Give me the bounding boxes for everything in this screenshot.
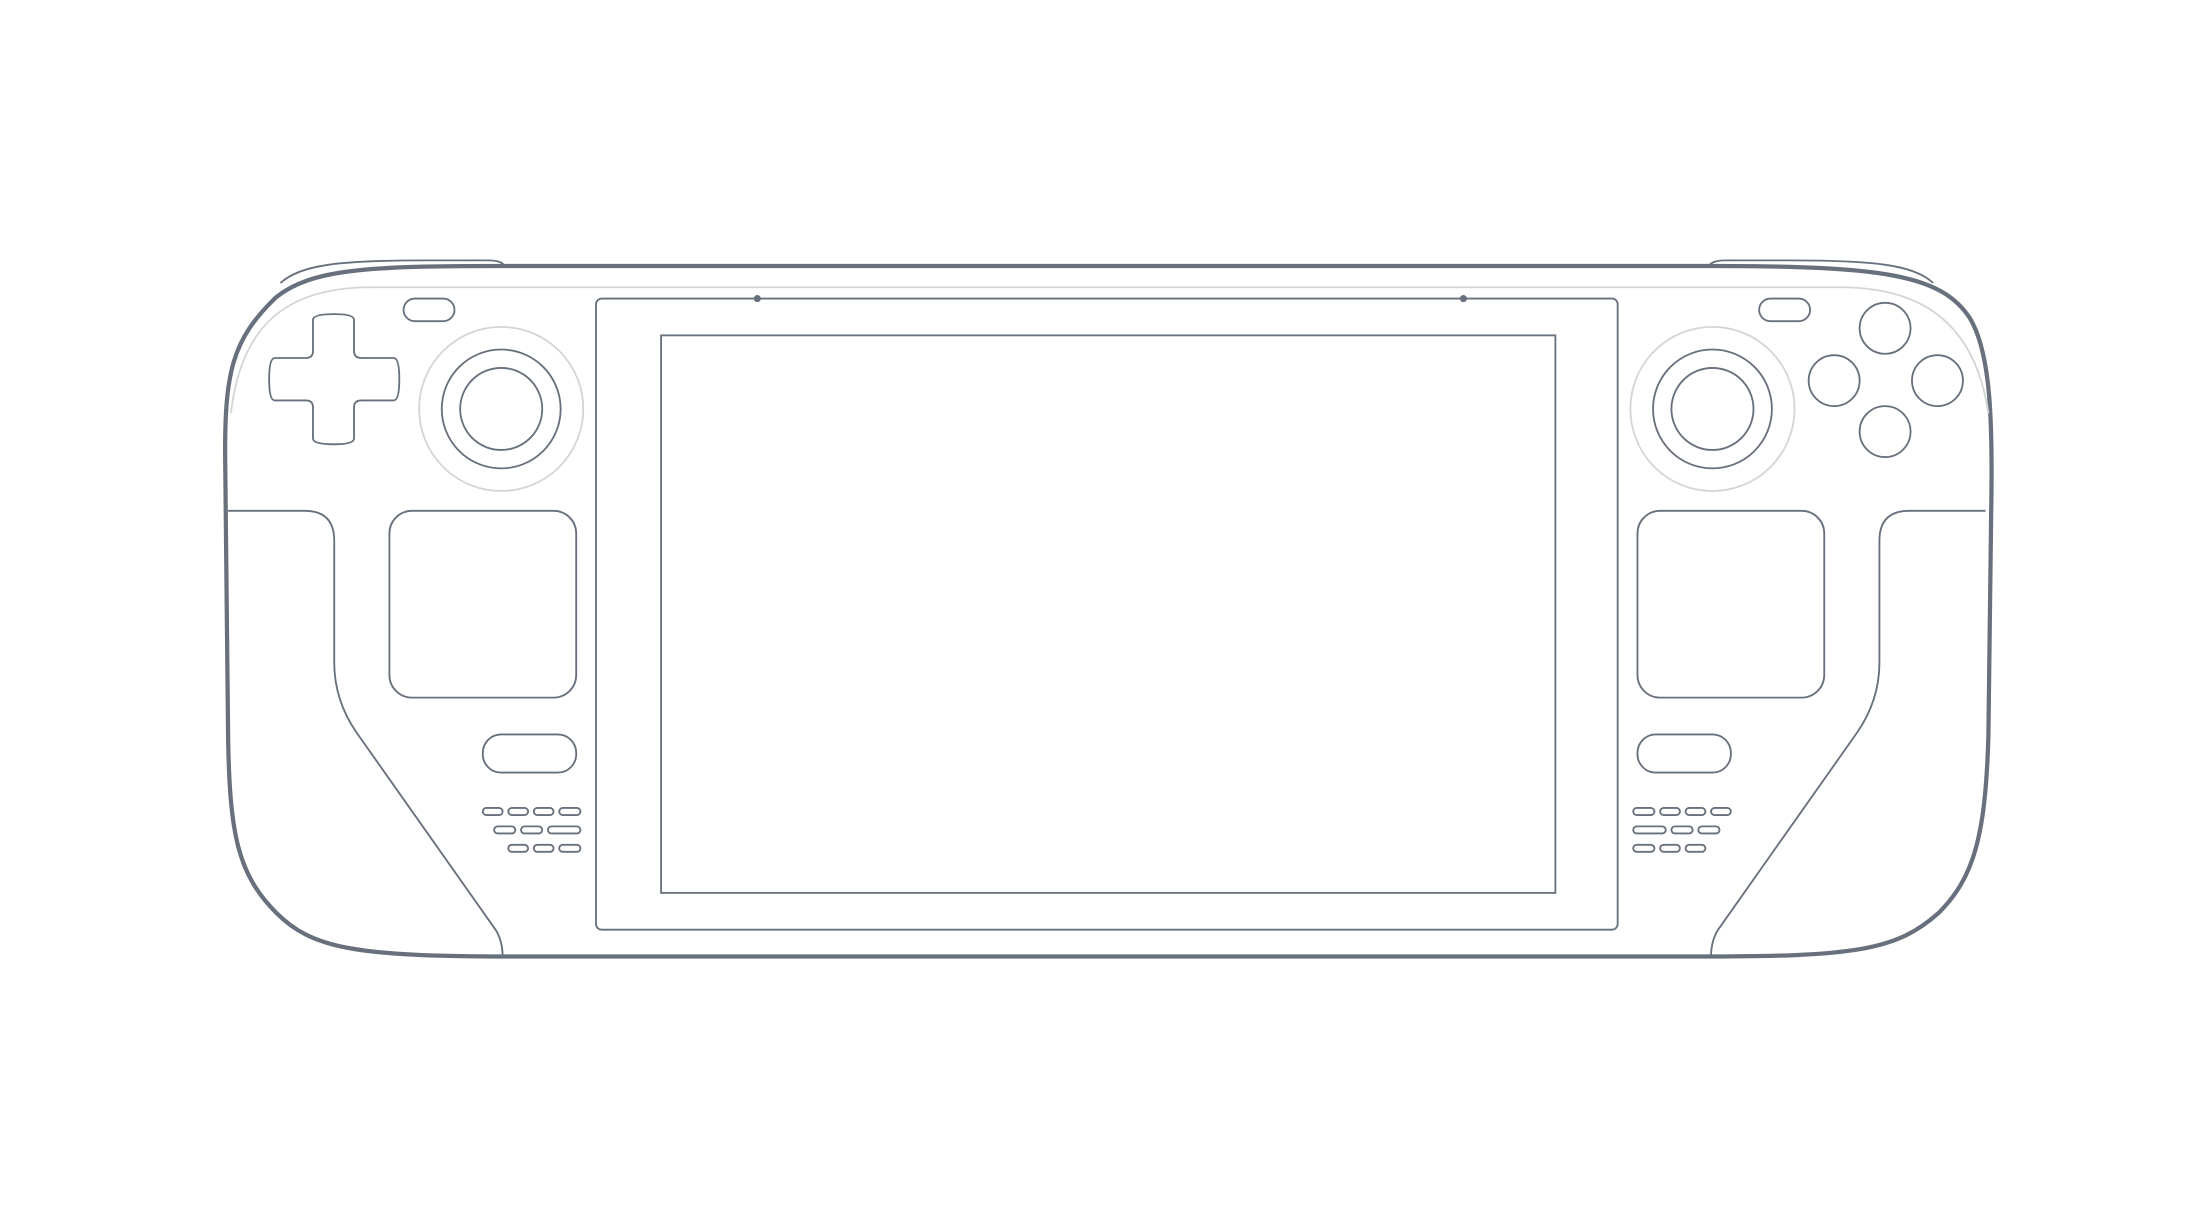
right-speaker-grille bbox=[1632, 807, 1732, 853]
body-outline bbox=[223, 263, 1994, 959]
right-stick-ring bbox=[1629, 325, 1796, 492]
inner-top-edge bbox=[230, 286, 1990, 414]
button-a[interactable] bbox=[1858, 405, 1912, 458]
left-controls bbox=[228, 259, 585, 957]
button-y[interactable] bbox=[1858, 301, 1912, 355]
right-grip bbox=[1710, 509, 1986, 957]
menu-button[interactable] bbox=[1758, 297, 1812, 323]
dpad[interactable] bbox=[268, 313, 401, 446]
left-stick-outer[interactable] bbox=[440, 348, 562, 470]
left-trackpad[interactable] bbox=[388, 509, 578, 699]
left-grip bbox=[228, 509, 504, 957]
right-stick-outer[interactable] bbox=[1652, 348, 1773, 470]
left-stick-ring bbox=[418, 325, 585, 492]
view-button[interactable] bbox=[402, 297, 456, 323]
right-trackpad[interactable] bbox=[1636, 509, 1826, 699]
steam-button[interactable] bbox=[481, 733, 578, 774]
quick-access-button[interactable] bbox=[1636, 733, 1732, 774]
screen-bezel bbox=[595, 297, 1619, 931]
ambient-sensor-left bbox=[753, 295, 761, 303]
left-speaker-grille bbox=[481, 807, 582, 853]
display-screen[interactable] bbox=[660, 334, 1557, 894]
button-b[interactable] bbox=[1911, 354, 1964, 408]
button-x[interactable] bbox=[1807, 354, 1861, 408]
right-stick-cap[interactable] bbox=[1670, 366, 1755, 451]
left-bumper[interactable] bbox=[279, 259, 505, 284]
right-bumper[interactable] bbox=[1708, 259, 1934, 284]
ambient-sensor-right bbox=[1459, 295, 1467, 303]
right-controls bbox=[1629, 259, 1986, 957]
left-stick-cap[interactable] bbox=[459, 366, 544, 451]
